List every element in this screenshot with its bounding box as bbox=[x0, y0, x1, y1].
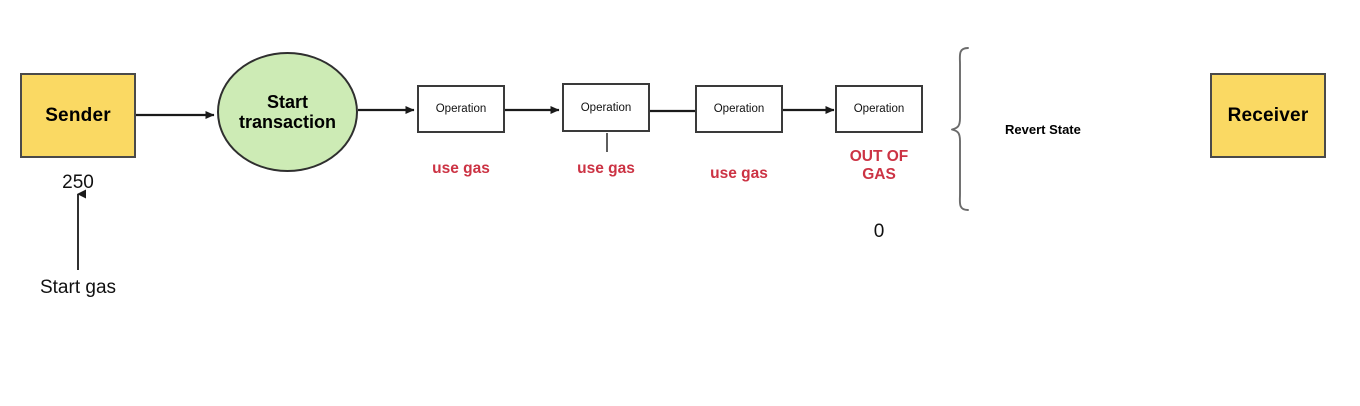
revert-state-brace bbox=[951, 47, 969, 211]
out-of-gas-label: OUT OF GAS bbox=[819, 148, 939, 185]
out-of-gas-line-1: OUT OF bbox=[849, 148, 909, 165]
operation-node-4[interactable]: Operation bbox=[835, 85, 923, 133]
operation-label-1: Operation bbox=[435, 103, 487, 115]
receiver-label: Receiver bbox=[1227, 104, 1309, 126]
use-gas-label-3: use gas bbox=[710, 165, 768, 182]
start-gas-caption: Start gas bbox=[39, 277, 117, 298]
revert-state-label: Revert State bbox=[1005, 122, 1081, 137]
start-transaction-label-line1: Start bbox=[266, 91, 308, 112]
start-transaction-label-line2: transaction bbox=[238, 112, 337, 132]
use-gas-label-2: use gas bbox=[577, 160, 635, 177]
operation-node-3[interactable]: Operation bbox=[695, 85, 783, 133]
sender-node[interactable]: Sender bbox=[20, 73, 136, 158]
operation-node-1[interactable]: Operation bbox=[417, 85, 505, 133]
start-gas-value: 250 bbox=[62, 172, 94, 193]
out-of-gas-line-2: GAS bbox=[862, 166, 896, 184]
remaining-gas-value: 0 bbox=[873, 221, 885, 242]
operation-label-4: Operation bbox=[853, 103, 905, 115]
start-transaction-node[interactable]: Start transaction bbox=[217, 52, 358, 172]
operation-label-3: Operation bbox=[713, 103, 765, 115]
receiver-node[interactable]: Receiver bbox=[1210, 73, 1326, 158]
operation-node-2[interactable]: Operation bbox=[562, 83, 650, 132]
operation-label-2: Operation bbox=[580, 101, 632, 114]
sender-label: Sender bbox=[45, 104, 111, 126]
use-gas-label-1: use gas bbox=[432, 160, 490, 177]
